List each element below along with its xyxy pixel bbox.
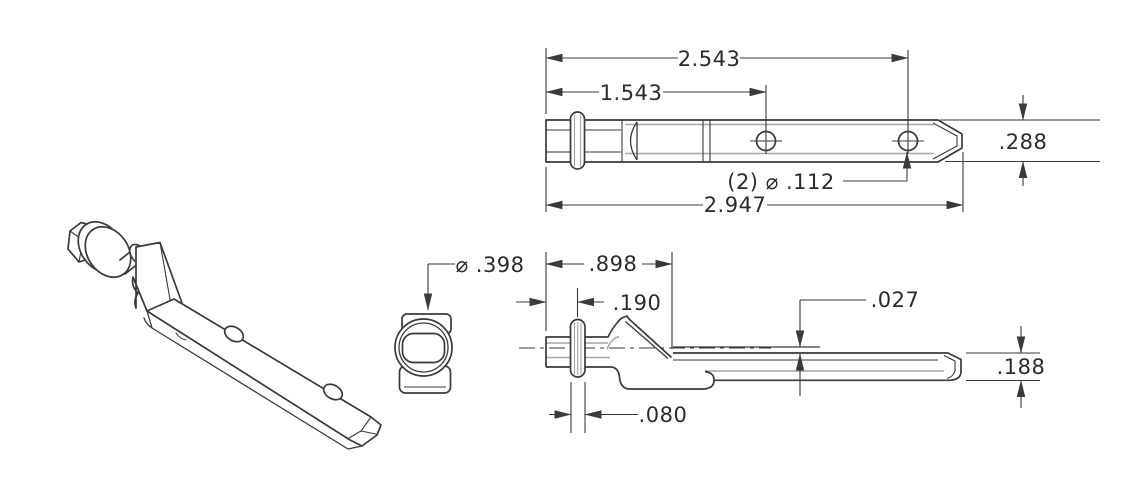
dim-length-to-hole2-label: 2.543 xyxy=(678,47,741,71)
dim-length-to-lance-label: .898 xyxy=(589,252,638,276)
iso-lance-ramp xyxy=(131,241,183,312)
collar-curve-top xyxy=(629,121,638,161)
tip-chamfer-inner-top xyxy=(932,122,958,160)
dim-tip-height-label: .288 xyxy=(999,130,1048,154)
dim-flange-diameter-label: ⌀ .398 xyxy=(455,253,524,277)
top-view: 2.543 1.543 .288 (2) ⌀ .112 2.947 xyxy=(545,47,1100,217)
iso-flange-front-rim xyxy=(84,226,132,278)
part-outline-side xyxy=(545,315,962,390)
iso-hole-2 xyxy=(322,383,344,401)
flange-inner-circle xyxy=(398,322,449,373)
dim-flange-offset-label: .190 xyxy=(613,291,662,315)
dim-blade-height-label: .188 xyxy=(997,355,1046,379)
tangent-edges-side xyxy=(546,335,944,372)
hole-crosshairs xyxy=(750,50,924,154)
iso-bar-top-face xyxy=(146,298,382,447)
square-bore xyxy=(401,332,446,364)
flange-top-view xyxy=(569,111,586,170)
section-view: ⌀ .398 xyxy=(394,253,524,394)
dim-holes-note-label: (2) ⌀ .112 xyxy=(727,170,835,194)
iso-lance-ramp-edge xyxy=(159,241,172,306)
dim-overall-length-label: 2.947 xyxy=(704,193,767,217)
dim-length-to-hole1-label: 1.543 xyxy=(600,81,663,105)
dim-blade-height: .188 xyxy=(966,326,1045,408)
part-outline-top xyxy=(545,119,963,163)
iso-bar-side-face xyxy=(143,310,363,450)
dim-flange-diameter: ⌀ .398 xyxy=(423,253,524,311)
dim-tip-height: .288 xyxy=(940,95,1100,186)
flange-facets-top xyxy=(573,114,582,167)
tip-inner-edges-side xyxy=(943,355,956,380)
side-view: .898 .190 .027 .188 .080 xyxy=(516,252,1045,433)
dim-flange-offset: .190 xyxy=(516,288,661,317)
iso-hole-1 xyxy=(223,325,245,343)
body-break-lines-top xyxy=(621,120,711,162)
flange-facets-side xyxy=(573,322,582,375)
dim-overall-length: 2.947 xyxy=(545,152,964,217)
isometric-view xyxy=(67,221,382,450)
dim-lance-thickness-label: .027 xyxy=(871,288,920,312)
dim-holes-note: (2) ⌀ .112 xyxy=(727,151,912,194)
lance-inner-edge xyxy=(625,321,669,359)
dim-length-to-lance: .898 xyxy=(545,252,673,349)
dim-length-to-hole1: 1.543 xyxy=(545,81,767,105)
dim-flange-width: .080 xyxy=(549,382,687,433)
flange-outer-circle xyxy=(394,318,453,377)
dim-lance-thickness: .027 xyxy=(795,288,920,396)
shaft-edges-top xyxy=(546,129,621,153)
dim-flange-width-label: .080 xyxy=(639,403,688,427)
iso-tip-facets xyxy=(348,416,377,439)
iso-side-notch xyxy=(175,332,187,341)
dim-length-to-hole2: 2.543 xyxy=(545,47,909,114)
tangent-edges-top xyxy=(625,123,934,155)
